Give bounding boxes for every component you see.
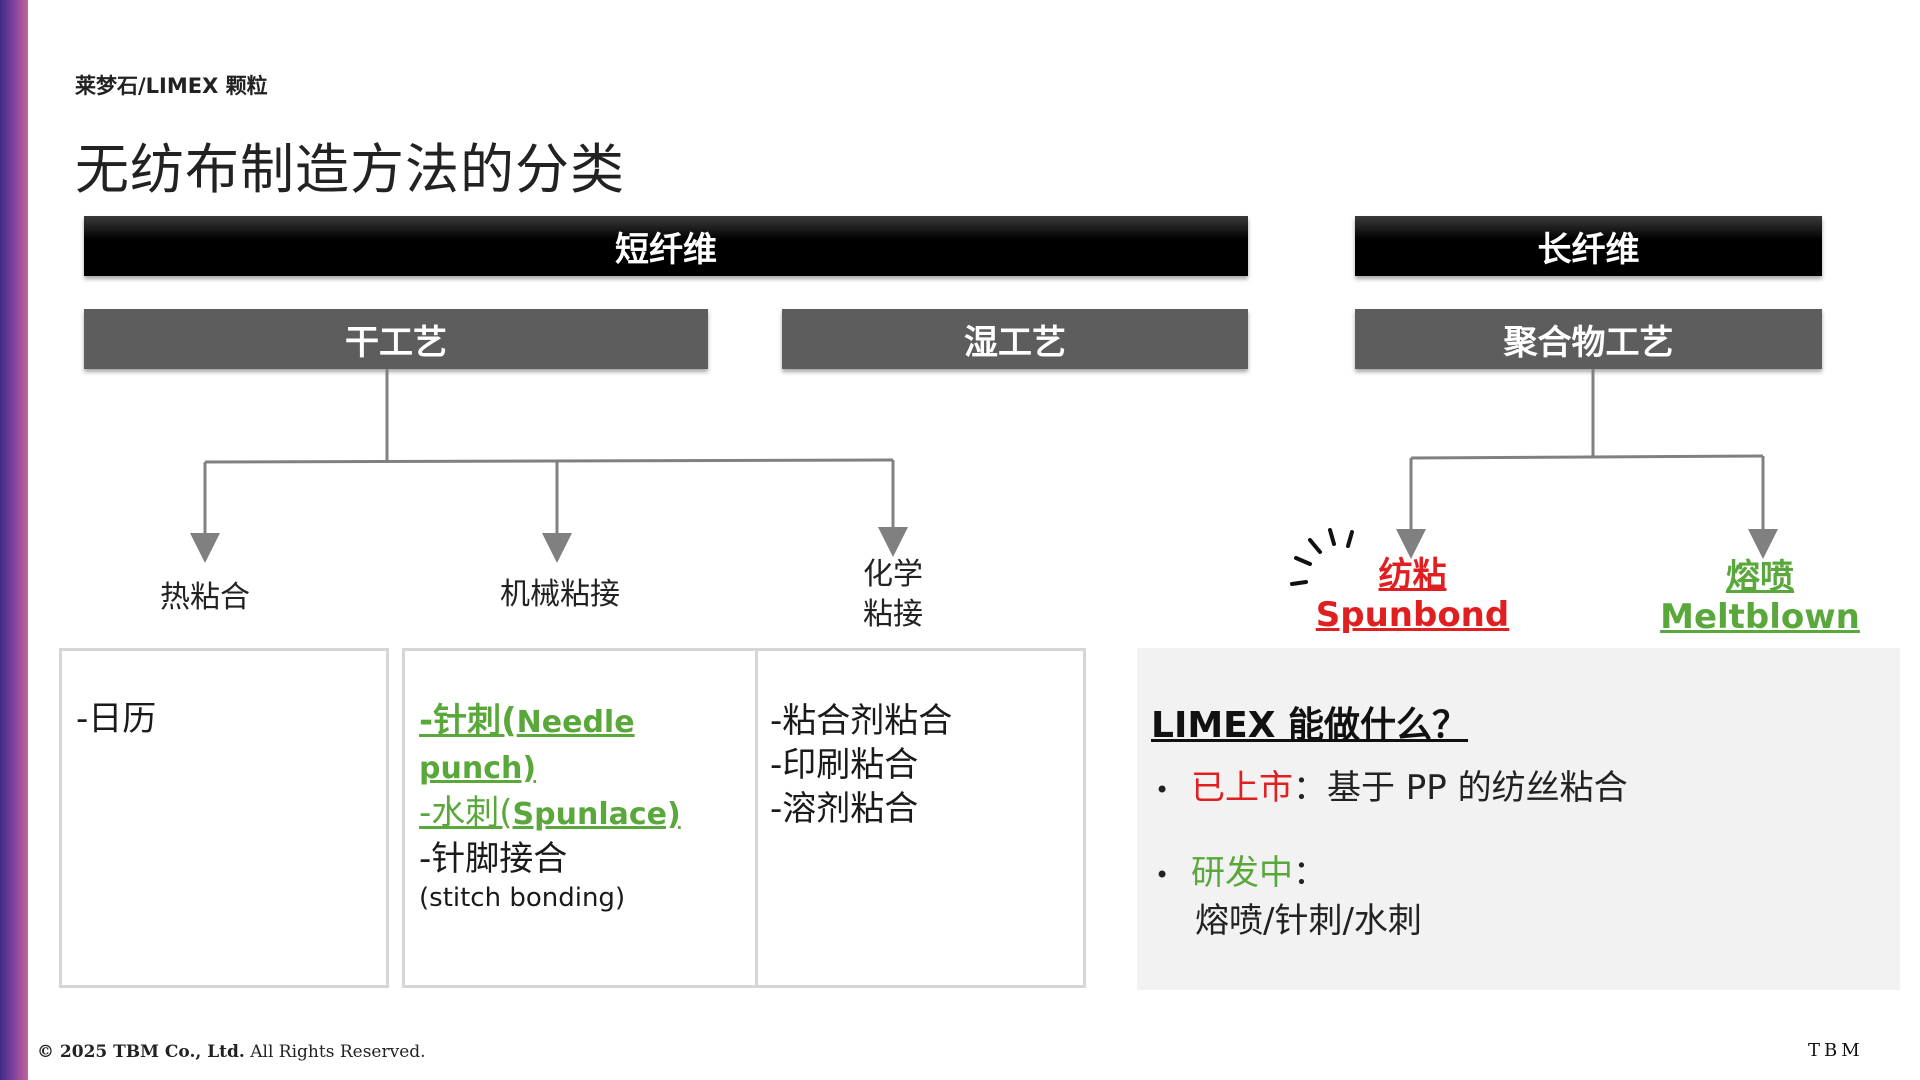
spunlace-item: -水刺(Spunlace)	[419, 793, 681, 833]
polymer-process-bar: 聚合物工艺	[1355, 309, 1822, 369]
mechanical-bonding-label: 机械粘接	[500, 577, 620, 612]
short-fiber-header: 短纤维	[84, 216, 1248, 276]
thermal-bonding-label: 热粘合	[160, 580, 250, 615]
footer-copyright: © 2025 TBM Co., Ltd. All Rights Reserved…	[37, 1042, 426, 1062]
on-market-text: ：基于 PP 的纺丝粘合	[1293, 768, 1628, 808]
stitch-bonding-en: (stitch bonding)	[419, 883, 626, 913]
bullet-dot: •	[1155, 860, 1170, 889]
needle-punch-item: -针刺(Needle punch)	[419, 701, 635, 786]
chemical-label-line2: 粘接	[863, 597, 923, 632]
bullet-on-market: • 已上市：基于 PP 的纺丝粘合	[1155, 765, 1628, 813]
in-development-text: 熔喷/针刺/水刺	[1195, 900, 1422, 941]
limex-capability-panel: LIMEX 能做什么？ • 已上市：基于 PP 的纺丝粘合 • 研发中： 熔喷/针刺…	[1137, 648, 1900, 990]
bullet-dot: •	[1155, 775, 1170, 804]
polymer-branch-line	[1410, 454, 1764, 460]
thermal-detail-box: -日历	[59, 648, 389, 988]
spunbond-cn: 纺粘	[1378, 555, 1447, 595]
stitch-bonding-item: -针脚接合	[419, 839, 568, 879]
chemical-bonding-label: 化学 粘接	[843, 555, 943, 635]
wet-process-bar: 湿工艺	[782, 309, 1248, 369]
meltblown-cn: 熔喷	[1726, 557, 1794, 597]
spunbond-label: 纺粘 Spunbond	[1310, 555, 1515, 635]
mechanical-items: -针刺(Needle punch) -水刺(Spunlace) -针脚接合 (s…	[419, 699, 759, 915]
chemical-item-print: -印刷粘合	[770, 745, 919, 785]
status-on-market: 已上市	[1191, 768, 1293, 808]
page-title: 无纺布制造方法的分类	[75, 138, 625, 201]
long-fiber-header: 长纤维	[1355, 216, 1822, 276]
chemical-items: -粘合剂粘合 -印刷粘合 -溶剂粘合	[770, 699, 952, 831]
status-in-development: 研发中	[1191, 853, 1293, 893]
chemical-item-solvent: -溶剂粘合	[770, 789, 919, 829]
accent-bar	[0, 0, 28, 1080]
chemical-item-adhesive: -粘合剂粘合	[770, 701, 953, 741]
meltblown-en: Meltblown	[1660, 597, 1860, 637]
chemical-label-line1: 化学	[863, 557, 923, 592]
meltblown-label: 熔喷 Meltblown	[1655, 557, 1865, 637]
mechanical-detail-box: -针刺(Needle punch) -水刺(Spunlace) -针脚接合 (s…	[402, 648, 758, 988]
spunbond-en: Spunbond	[1315, 595, 1510, 635]
bullet-in-development: • 研发中： 熔喷/针刺/水刺	[1155, 850, 1422, 944]
subheading: 莱梦石/LIMEX 颗粒	[75, 74, 268, 98]
in-development-colon: ：	[1293, 853, 1327, 893]
spark-icon	[1290, 528, 1354, 586]
limex-panel-title: LIMEX 能做什么？	[1151, 705, 1469, 746]
thermal-item: -日历	[76, 699, 157, 739]
dry-process-bar: 干工艺	[84, 309, 708, 369]
tbm-logo: TBM	[1808, 1040, 1864, 1061]
chemical-detail-box: -粘合剂粘合 -印刷粘合 -溶剂粘合	[755, 648, 1086, 988]
dry-branch-line	[204, 458, 894, 464]
